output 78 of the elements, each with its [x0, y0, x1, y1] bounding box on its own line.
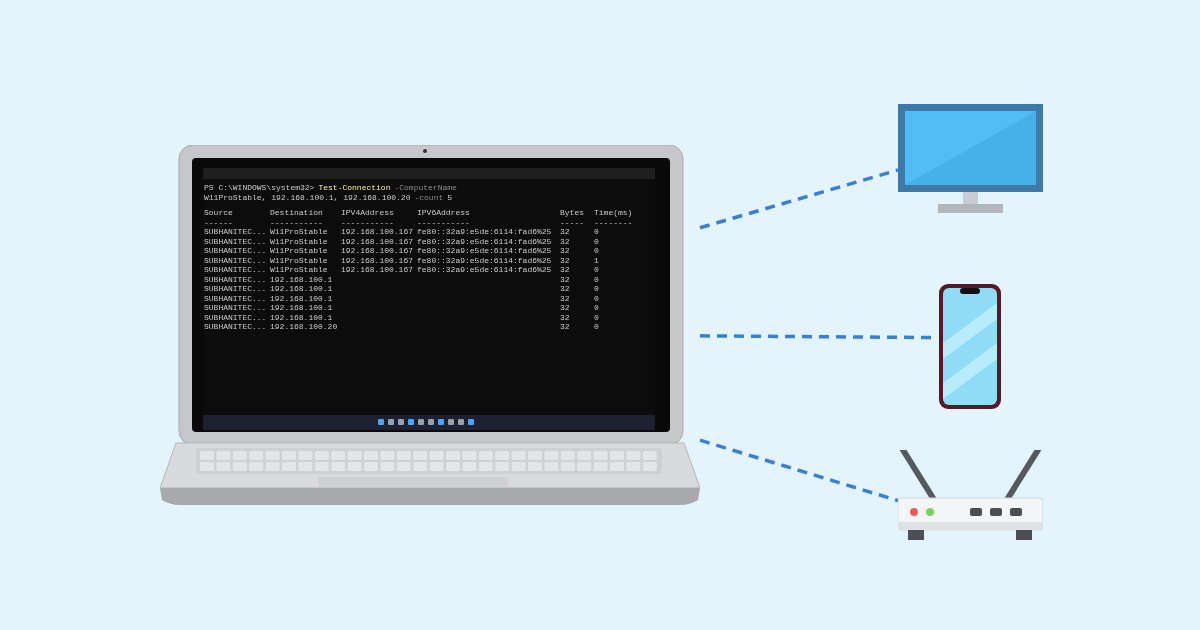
output-text: 0	[594, 236, 599, 246]
command-text: Test-Connection	[318, 183, 391, 193]
output-text: SUBHANITEC...	[204, 284, 267, 294]
output-text: 192.168.100.167	[341, 236, 413, 246]
command-text: W11ProStable, 192.168.100.1, 192.168.100.20	[204, 192, 411, 202]
output-text: -----------	[270, 217, 323, 227]
output-text: IPV6Address	[417, 208, 470, 218]
output-text: 32	[560, 322, 570, 332]
dashed-connection-line	[699, 168, 899, 230]
output-text: fe80::32a9:e5de:6114:fad6%25	[417, 265, 552, 275]
output-text: fe80::32a9:e5de:6114:fad6%25	[417, 227, 552, 237]
output-text: 32	[560, 274, 570, 284]
output-text: SUBHANITEC...	[204, 246, 267, 256]
output-text: 192.168.100.167	[341, 246, 413, 256]
output-text: W11ProStable	[270, 255, 328, 265]
output-text: 32	[560, 236, 570, 246]
output-text: 1	[594, 255, 599, 265]
output-text: 0	[594, 303, 599, 313]
output-text: W11ProStable	[270, 265, 328, 275]
output-text: Bytes	[560, 208, 584, 218]
output-text: 32	[560, 312, 570, 322]
output-text: --------	[594, 217, 633, 227]
output-text: 0	[594, 265, 599, 275]
output-text: SUBHANITEC...	[204, 265, 267, 275]
output-text: fe80::32a9:e5de:6114:fad6%25	[417, 246, 552, 256]
output-text: SUBHANITEC...	[204, 236, 267, 246]
output-text: 32	[560, 293, 570, 303]
command-text: -count	[414, 192, 444, 202]
output-text: fe80::32a9:e5de:6114:fad6%25	[417, 236, 552, 246]
output-text: -----------	[417, 217, 470, 227]
output-text: SUBHANITEC...	[204, 303, 267, 313]
monitor-drawing	[898, 104, 1043, 214]
output-text: 32	[560, 265, 570, 275]
output-text: -----	[560, 217, 584, 227]
command-text: PS C:\WINDOWS\system32>	[204, 183, 315, 193]
output-text: Source	[204, 208, 233, 218]
output-text: 0	[594, 293, 599, 303]
smartphone-drawing	[938, 283, 1002, 410]
output-text: Time(ms)	[594, 208, 633, 218]
output-text: SUBHANITEC...	[204, 322, 267, 332]
output-text: 192.168.100.1	[270, 303, 333, 313]
output-text: SUBHANITEC...	[204, 274, 267, 284]
output-text: 192.168.100.20	[270, 322, 338, 332]
output-text: SUBHANITEC...	[204, 227, 267, 237]
output-text: SUBHANITEC...	[204, 255, 267, 265]
output-text: 192.168.100.167	[341, 227, 413, 237]
output-text: 32	[560, 246, 570, 256]
output-text: SUBHANITEC...	[204, 312, 267, 322]
output-text: 0	[594, 284, 599, 294]
output-text: 192.168.100.1	[270, 274, 333, 284]
output-text: 32	[560, 227, 570, 237]
dashed-connection-line	[699, 438, 899, 503]
output-text: 0	[594, 322, 599, 332]
command-text: -ComputerName	[394, 183, 457, 193]
output-text: 0	[594, 246, 599, 256]
output-text: -----------	[341, 217, 394, 227]
output-text: W11ProStable	[270, 227, 328, 237]
output-text: 32	[560, 284, 570, 294]
laptop-drawing	[160, 145, 700, 505]
output-text: 0	[594, 274, 599, 284]
output-text: 192.168.100.1	[270, 284, 333, 294]
output-text: 0	[594, 312, 599, 322]
output-text: 192.168.100.1	[270, 312, 333, 322]
output-text: 192.168.100.1	[270, 293, 333, 303]
output-text: 192.168.100.167	[341, 265, 413, 275]
output-text: 192.168.100.167	[341, 255, 413, 265]
output-text: ------	[204, 217, 233, 227]
output-text: W11ProStable	[270, 236, 328, 246]
command-text: 5	[447, 192, 453, 202]
output-text: 32	[560, 303, 570, 313]
router-drawing	[898, 450, 1043, 542]
output-text: fe80::32a9:e5de:6114:fad6%25	[417, 255, 552, 265]
output-text: SUBHANITEC...	[204, 293, 267, 303]
output-text: 32	[560, 255, 570, 265]
output-text: 0	[594, 227, 599, 237]
output-text: IPV4Address	[341, 208, 394, 218]
output-text: Destination	[270, 208, 323, 218]
output-text: W11ProStable	[270, 246, 328, 256]
